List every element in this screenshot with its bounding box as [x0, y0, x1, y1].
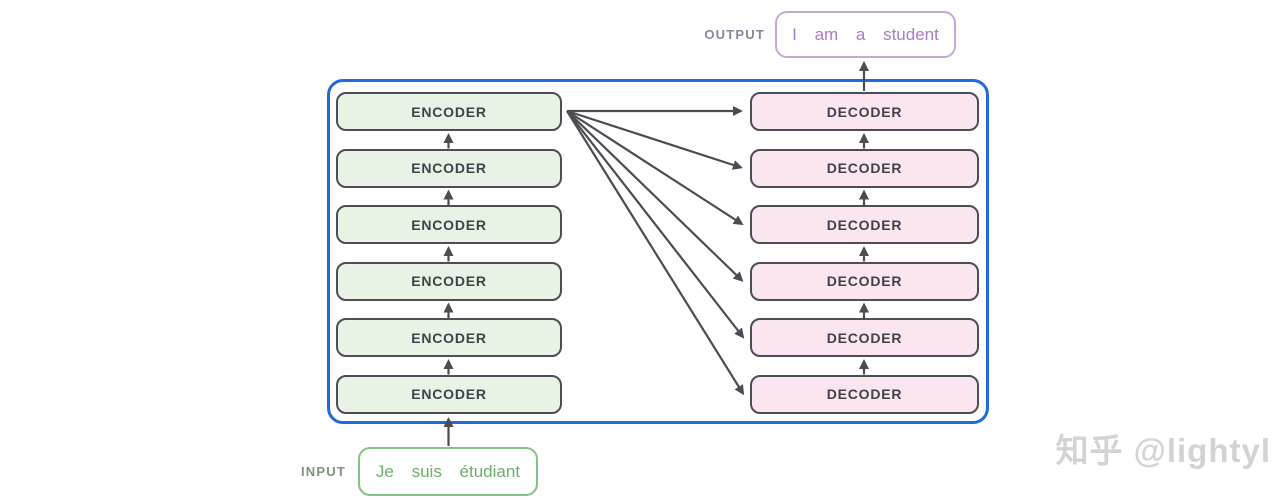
output-sentence-box: I am a student	[775, 11, 956, 58]
watermark: 知乎 @lightyl	[1055, 432, 1271, 469]
decoder-box-5: DECODER	[750, 148, 979, 188]
decoder-box-3: DECODER	[750, 261, 979, 301]
input-sentence-box: Je suis étudiant	[358, 447, 538, 496]
decoder-box-4: DECODER	[750, 205, 979, 244]
output-label: OUTPUT	[704, 27, 765, 42]
input-label: INPUT	[301, 464, 346, 479]
encoder-box-3: ENCODER	[336, 261, 562, 301]
decoder-box-1: DECODER	[750, 374, 979, 414]
decoder-box-6: DECODER	[750, 92, 979, 131]
encoder-decoder-frame	[327, 79, 989, 424]
encoder-box-2: ENCODER	[336, 318, 562, 357]
encoder-box-4: ENCODER	[336, 205, 562, 244]
encoder-box-6: ENCODER	[336, 92, 562, 131]
encoder-box-1: ENCODER	[336, 374, 562, 414]
decoder-box-2: DECODER	[750, 318, 979, 357]
encoder-box-5: ENCODER	[336, 148, 562, 188]
